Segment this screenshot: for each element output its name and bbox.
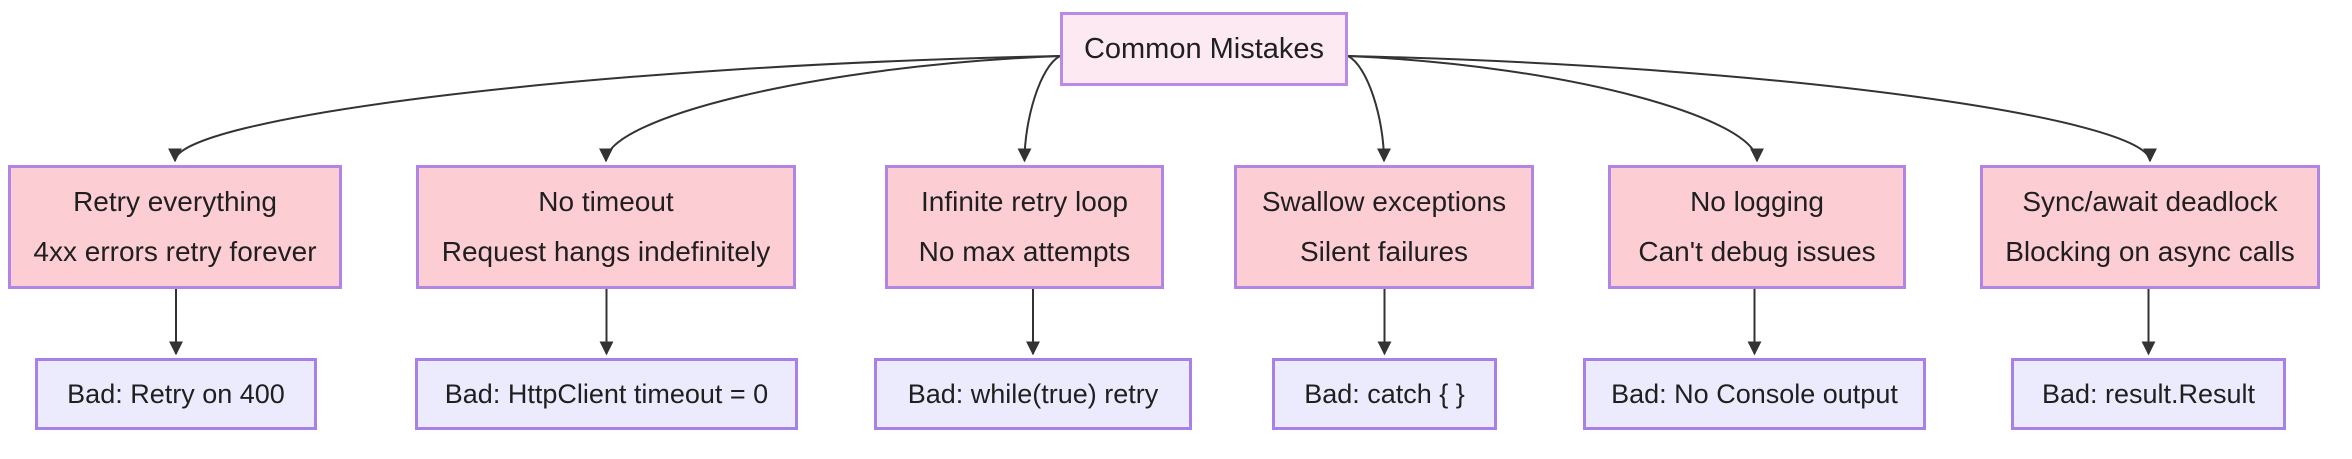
node-label-line2: Request hangs indefinitely: [441, 236, 771, 267]
node-label-line1: No logging: [1690, 186, 1824, 217]
mistake-to-bad-edges: [169, 289, 2156, 356]
node-label-line2: Can't debug issues: [1638, 236, 1876, 267]
edge-root-to-mistake-no-timeout: [599, 55, 1061, 163]
node-mistake-retry-everything[interactable]: Retry everything 4xx errors retry forever: [8, 165, 342, 289]
node-label-line2: Blocking on async calls: [2005, 236, 2295, 267]
edge-root-to-mistake-no-logging: [1347, 55, 1764, 163]
node-bad-catch-empty[interactable]: Bad: catch { }: [1272, 358, 1497, 430]
node-bad-httpclient-timeout-zero[interactable]: Bad: HttpClient timeout = 0: [415, 358, 798, 430]
node-label: Bad: HttpClient timeout = 0: [444, 378, 769, 409]
node-label-line2: No max attempts: [918, 236, 1131, 267]
node-bad-no-console-output[interactable]: Bad: No Console output: [1583, 358, 1926, 430]
edge-root-to-mistake-swallow-exceptions: [1347, 55, 1391, 163]
node-label-line1: No timeout: [538, 186, 674, 217]
edge-root-to-mistake-retry-everything: [168, 55, 1061, 163]
node-bad-result-result[interactable]: Bad: result.Result: [2011, 358, 2286, 430]
edge-root-to-mistake-sync-await-deadlock: [1347, 55, 2157, 163]
node-label-line1: Sync/await deadlock: [2022, 186, 2278, 217]
edge-root-to-mistake-infinite-retry-loop: [1017, 55, 1061, 163]
node-label-line1: Infinite retry loop: [921, 186, 1128, 217]
node-label-line2: 4xx errors retry forever: [33, 236, 317, 267]
node-label-line1: Swallow exceptions: [1261, 186, 1507, 217]
node-mistake-infinite-retry-loop[interactable]: Infinite retry loop No max attempts: [885, 165, 1164, 289]
node-label-line1: Retry everything: [73, 186, 277, 217]
node-label: Bad: catch { }: [1304, 378, 1465, 409]
node-label-line2: Silent failures: [1299, 236, 1469, 267]
node-label: Bad: result.Result: [2041, 378, 2256, 409]
node-bad-while-true-retry[interactable]: Bad: while(true) retry: [874, 358, 1192, 430]
node-common-mistakes[interactable]: Common Mistakes: [1060, 12, 1348, 86]
node-label: Bad: Retry on 400: [67, 378, 285, 409]
node-label: Bad: while(true) retry: [907, 378, 1159, 409]
node-bad-retry-on-400[interactable]: Bad: Retry on 400: [35, 358, 317, 430]
node-label: Bad: No Console output: [1611, 378, 1898, 409]
node-label: Common Mistakes: [1083, 32, 1325, 65]
